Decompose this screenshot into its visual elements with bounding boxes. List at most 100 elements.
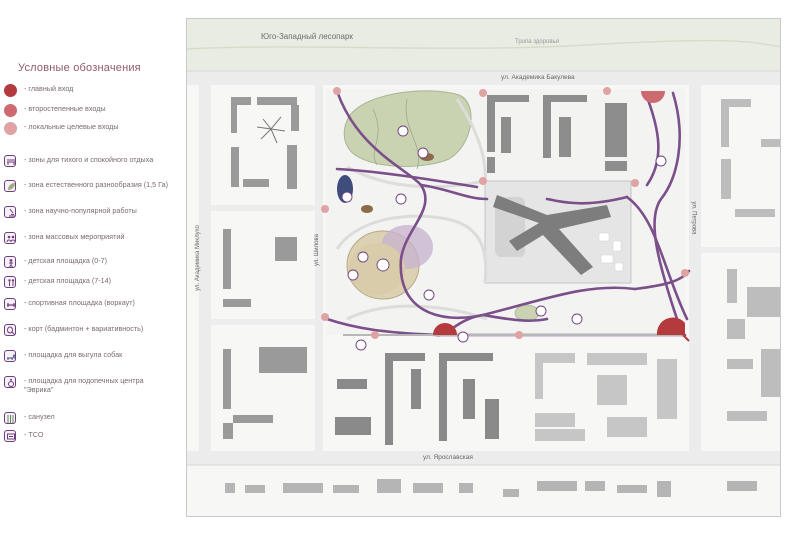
wheelchair-icon: [4, 376, 18, 390]
secondary-entrance-marker: [641, 91, 665, 103]
legend-item-local-entrance: - локальные целевые входы: [0, 122, 170, 136]
street-left-label: ул. Академика Миклухо: [194, 225, 201, 291]
legend-item-label: - главный вход: [24, 84, 74, 93]
legend-item-label: - площадка для подопечных центра "Эврика…: [24, 376, 144, 394]
workout-icon: [655, 155, 667, 167]
site-plan-map: Юго-Западный лесопарк Тропа здоровья ул.…: [186, 18, 781, 517]
residential-block-north: [487, 95, 627, 173]
local-entrance-marker: [603, 87, 611, 95]
legend-item-playground-big: - детская площадка (7-14): [0, 276, 170, 290]
nature-zone-icon: [397, 125, 409, 137]
forest-park-label: Юго-Западный лесопарк: [261, 32, 353, 41]
legend-item-label: - второстепенные входы: [24, 104, 106, 113]
right-buildings: [721, 99, 780, 421]
entrance-dot-icon: [4, 104, 18, 118]
entrance-dot-icon: [4, 122, 18, 136]
legend-title: Условные обозначения: [18, 62, 141, 74]
legend-item-label: - локальные целевые входы: [24, 122, 119, 131]
entrances: [321, 87, 689, 339]
bench-icon: [4, 155, 18, 169]
main-entrance-marker: [656, 317, 685, 335]
bottom-buildings: [225, 479, 757, 497]
legend: Условные обозначения: [14, 62, 184, 82]
toilet-icon: [4, 412, 18, 426]
local-entrance-marker: [681, 269, 689, 277]
legend-item-nature-zone: - зона естественного разнообразия (1,5 Г…: [0, 180, 170, 194]
toilet-icon: [423, 289, 435, 301]
cross-road-left-2: [211, 319, 315, 325]
legend-item-label: - спортивная площадка (воркаут): [24, 298, 135, 307]
atm-icon: [457, 331, 469, 343]
leaf-icon: [4, 180, 18, 194]
dog-icon: [4, 350, 18, 364]
local-entrance-marker: [515, 331, 523, 339]
dog-area-icon: [341, 191, 353, 203]
school-campus: [484, 180, 632, 284]
residential-block-south-west: [335, 353, 499, 445]
local-entrance-marker: [371, 331, 379, 339]
bottom-road: [187, 451, 780, 465]
legend-item-label: - площадка для выгула собак: [24, 350, 123, 359]
residential-block-south-east: [535, 353, 677, 441]
science-zone-icon: [417, 147, 429, 159]
health-trail: [187, 39, 780, 50]
local-entrance-marker: [321, 313, 329, 321]
legend-item-events-zone: - зона массовых мероприятий: [0, 232, 170, 246]
bench-icon: [355, 339, 367, 351]
legend-item-label: - зона массовых мероприятий: [24, 232, 125, 241]
left-road: [199, 85, 211, 451]
legend-item-label: - санузел: [24, 412, 55, 421]
legend-item-label: - корт (бадминтон + вариативность): [24, 324, 144, 333]
legend-item-secondary-entrance: - второстепенные входы: [0, 104, 170, 118]
atm-icon: [4, 430, 18, 444]
legend-item-label: - детская площадка (0-7): [24, 256, 108, 265]
main-entrance-marker: [433, 323, 457, 335]
left-buildings: [223, 97, 307, 439]
legend-item-sports-ground: - спортивная площадка (воркаут): [0, 298, 170, 312]
mid-left-road: [315, 85, 323, 451]
legend-item-label: - зона научно-популярной работы: [24, 206, 137, 215]
racket-icon: [4, 324, 18, 338]
main-paths: [325, 89, 691, 337]
map-drawing: [187, 19, 780, 497]
legend-item-playground-small: - детская площадка (0-7): [0, 256, 170, 270]
crowd-icon: [4, 232, 18, 246]
legend-item-label: - зоны для тихого и спокойного отдыха: [24, 155, 154, 164]
kids-icon: [4, 276, 18, 290]
local-entrance-marker: [333, 87, 341, 95]
cross-road-right: [701, 247, 780, 253]
workout-icon: [4, 298, 18, 312]
street-bottom-label: ул. Ярославская: [423, 454, 473, 461]
playground-icon: [347, 269, 359, 281]
cross-road-left: [211, 205, 315, 211]
entrance-dot-icon: [4, 84, 18, 98]
health-trail-label: Тропа здоровья: [515, 39, 559, 45]
sculpture-mark: [256, 116, 286, 144]
street-right-label: ул. Петрова: [690, 201, 697, 235]
legend-item-tso: - ТСО: [0, 430, 170, 444]
events-zone-icon: [376, 258, 390, 272]
legend-item-label: - зона естественного разнообразия (1,5 Г…: [24, 180, 169, 189]
bench-icon: [395, 193, 407, 205]
child-icon: [4, 256, 18, 270]
legend-item-eureka-area: - площадка для подопечных центра "Эврика…: [0, 376, 170, 394]
right-road: [689, 85, 701, 451]
map-icons: [341, 125, 667, 351]
sports-ground-shape: [514, 304, 540, 322]
street-mid-left-label: ул. Шилова: [313, 234, 320, 266]
legend-item-main-entrance: - главный вход: [0, 84, 170, 98]
playground-icon: [357, 251, 369, 263]
local-entrance-marker: [479, 177, 487, 185]
top-road: [187, 71, 780, 85]
microscope-icon: [4, 206, 18, 220]
legend-item-label: - детская площадка (7-14): [24, 276, 112, 285]
wheelchair-icon: [535, 305, 547, 317]
legend-item-court: - корт (бадминтон + вариативность): [0, 324, 170, 338]
local-entrance-marker: [479, 89, 487, 97]
forest-park-area: [187, 19, 780, 71]
legend-item-walk-zone: - зоны для тихого и спокойного отдыха: [0, 155, 170, 169]
local-entrance-marker: [631, 179, 639, 187]
legend-item-science-zone: - зона научно-популярной работы: [0, 206, 170, 220]
legend-item-toilet: - санузел: [0, 412, 170, 426]
street-top-label: ул. Академика Бакулева: [501, 74, 575, 81]
